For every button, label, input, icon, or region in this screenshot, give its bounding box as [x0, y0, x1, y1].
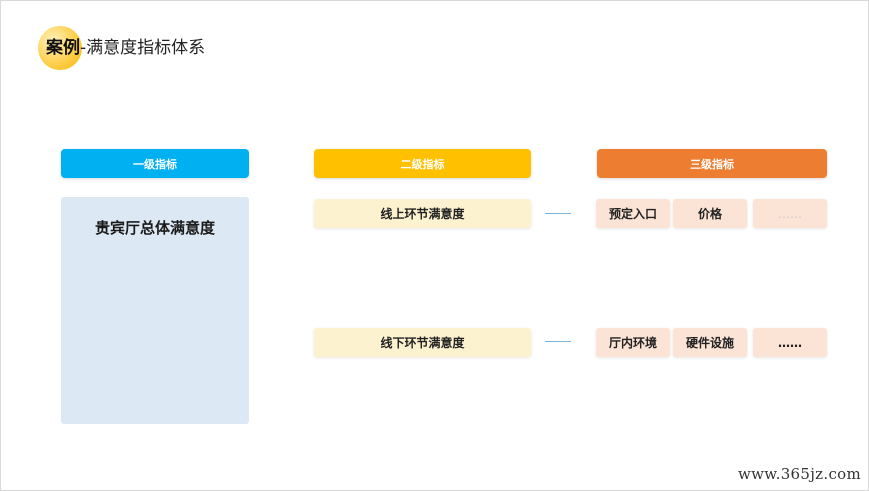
- level3-item: 硬件设施: [673, 328, 747, 357]
- level3-item-ellipsis: ……: [753, 199, 827, 228]
- level1-header: 一级指标: [61, 149, 249, 178]
- level2-header: 二级指标: [314, 149, 531, 178]
- level3-item: 预定入口: [596, 199, 670, 228]
- watermark-text: www.365jz.com: [737, 465, 861, 483]
- level1-panel: 贵宾厅总体满意度: [61, 197, 249, 424]
- level3-item: 价格: [673, 199, 747, 228]
- title-bold-part: 案例: [46, 38, 80, 58]
- level3-item-ellipsis: ……: [753, 328, 827, 357]
- level2-item-offline: 线下环节满意度: [314, 328, 531, 357]
- connector-line-online: [545, 213, 571, 214]
- level2-item-online: 线上环节满意度: [314, 199, 531, 228]
- slide-title: 案例-满意度指标体系: [38, 26, 205, 70]
- title-text: 案例-满意度指标体系: [46, 26, 205, 70]
- level1-label: 贵宾厅总体满意度: [94, 219, 215, 237]
- connector-line-offline: [545, 341, 571, 342]
- title-rest: -满意度指标体系: [80, 38, 206, 58]
- title-accent-circle: [38, 26, 82, 70]
- level3-header: 三级指标: [597, 149, 827, 178]
- level3-item: 厅内环境: [596, 328, 670, 357]
